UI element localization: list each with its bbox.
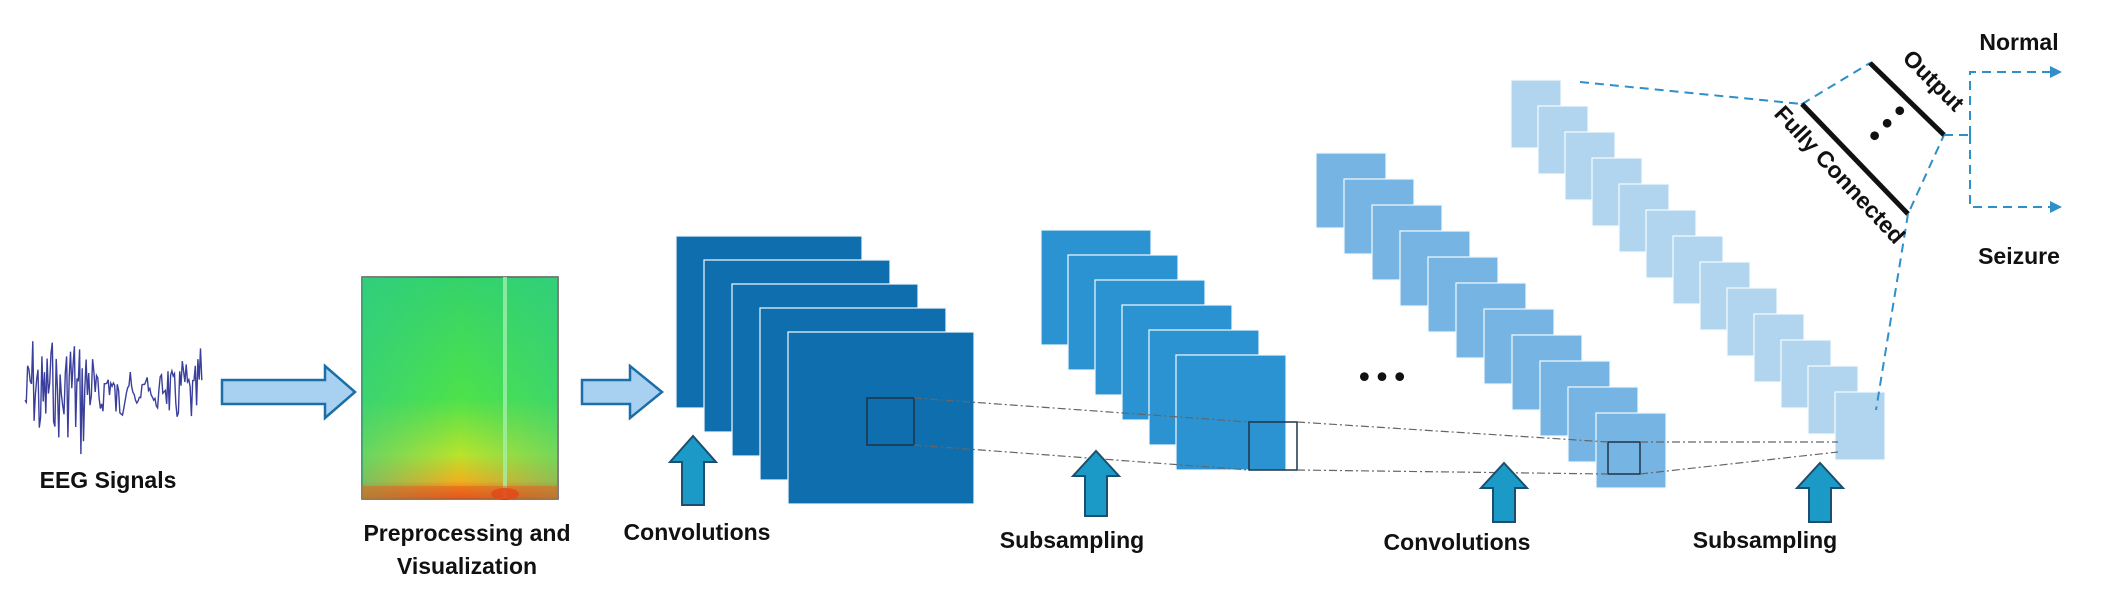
up-arrow-conv1 (667, 434, 719, 506)
dashed-connectors (1579, 71, 2050, 411)
projection-lines (913, 397, 1839, 475)
eeg-signal-waveform (24, 341, 203, 455)
label-convolutions-1: Convolutions (624, 519, 771, 545)
label-subsampling-1: Subsampling (1000, 527, 1144, 553)
label-seizure: Seizure (1978, 243, 2060, 269)
conv1-feature-maps (675, 235, 975, 505)
receptive-field-boxes (866, 397, 1641, 475)
conv1-map (787, 331, 975, 505)
sub2-map (1834, 391, 1886, 461)
flow-arrow-1 (220, 363, 357, 421)
flow-arrow-2 (580, 363, 664, 421)
up-arrow-sub1 (1070, 449, 1122, 517)
up-arrow-conv2 (1478, 461, 1530, 523)
label-normal: Normal (1979, 29, 2058, 55)
conv2-feature-maps (1315, 152, 1667, 489)
up-arrow-sub2 (1794, 461, 1846, 523)
conv2-map (1595, 412, 1667, 489)
sub1-map (1175, 354, 1287, 471)
spectrogram-image (361, 276, 559, 500)
label-eeg-signals: EEG Signals (40, 467, 177, 493)
output-arrowheads (2050, 66, 2062, 213)
up-arrows (667, 434, 1846, 523)
fully-connected-block: ••• (1800, 61, 1946, 216)
arrowhead-normal (2050, 66, 2062, 78)
sub1-feature-maps (1040, 229, 1287, 471)
label-preprocessing-line2: Visualization (397, 553, 537, 579)
label-convolutions-2: Convolutions (1384, 529, 1531, 555)
arrowhead-seizure (2050, 201, 2062, 213)
label-preprocessing-line1: Preprocessing and (363, 520, 570, 546)
sub2-feature-maps (1510, 79, 1886, 461)
stack-ellipsis: ••• (1355, 361, 1408, 396)
label-subsampling-2: Subsampling (1693, 527, 1837, 553)
